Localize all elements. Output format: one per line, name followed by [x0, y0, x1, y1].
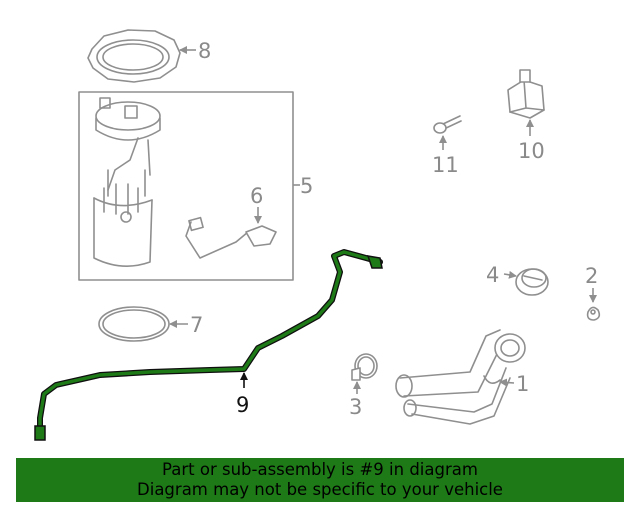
bolt-part-11[interactable] — [433, 115, 462, 150]
info-banner: Part or sub-assembly is #9 in diagram Di… — [16, 458, 624, 502]
hose-clamp-part-3[interactable] — [351, 353, 378, 394]
banner-line-2: Diagram may not be specific to your vehi… — [137, 480, 503, 499]
callout-4: 4 — [486, 263, 499, 287]
relay-part-10[interactable] — [507, 69, 545, 136]
clip-part-2[interactable] — [586, 288, 601, 321]
callout-1: 1 — [516, 372, 529, 396]
wiring-harness-part-6[interactable] — [185, 207, 277, 259]
callout-3: 3 — [349, 395, 362, 419]
callout-5: 5 — [300, 174, 313, 198]
callout-7: 7 — [190, 313, 203, 337]
fuel-cap-part-4[interactable] — [503, 268, 549, 296]
lock-ring-part-8[interactable] — [87, 29, 196, 83]
callout-6: 6 — [250, 184, 263, 208]
filler-neck-part-1[interactable] — [395, 329, 526, 425]
callout-10: 10 — [518, 139, 545, 163]
callout-2: 2 — [585, 264, 598, 288]
parts-diagram: 8 5 6 7 1 — [34, 29, 601, 441]
callout-8: 8 — [198, 39, 211, 63]
fuel-line-part-9[interactable] — [34, 249, 383, 441]
gasket-part-7[interactable] — [98, 306, 188, 342]
callout-11: 11 — [432, 153, 459, 177]
banner-line-1: Part or sub-assembly is #9 in diagram — [162, 460, 478, 479]
fuel-pump-module-part-5[interactable] — [78, 91, 300, 281]
callout-9: 9 — [236, 393, 249, 417]
